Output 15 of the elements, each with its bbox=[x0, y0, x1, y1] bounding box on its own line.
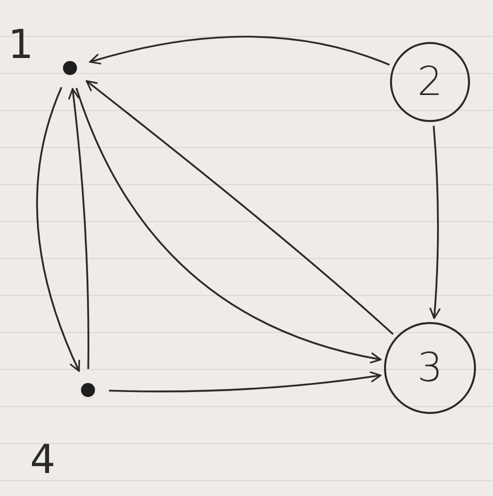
node-label: 3 bbox=[417, 345, 443, 391]
arrow bbox=[76, 88, 382, 364]
node-label: 1 bbox=[8, 25, 34, 65]
arrow bbox=[429, 126, 441, 319]
dot-node bbox=[63, 61, 77, 75]
arrow bbox=[36, 86, 80, 372]
node-label: 2 bbox=[417, 59, 443, 105]
circle-node bbox=[390, 42, 470, 122]
dot-node bbox=[81, 383, 95, 397]
arrow bbox=[89, 36, 390, 66]
arrow bbox=[108, 371, 382, 392]
arrow bbox=[68, 88, 90, 369]
arrow bbox=[86, 80, 394, 335]
circle-node bbox=[384, 322, 476, 414]
node-label: 4 bbox=[30, 440, 56, 480]
